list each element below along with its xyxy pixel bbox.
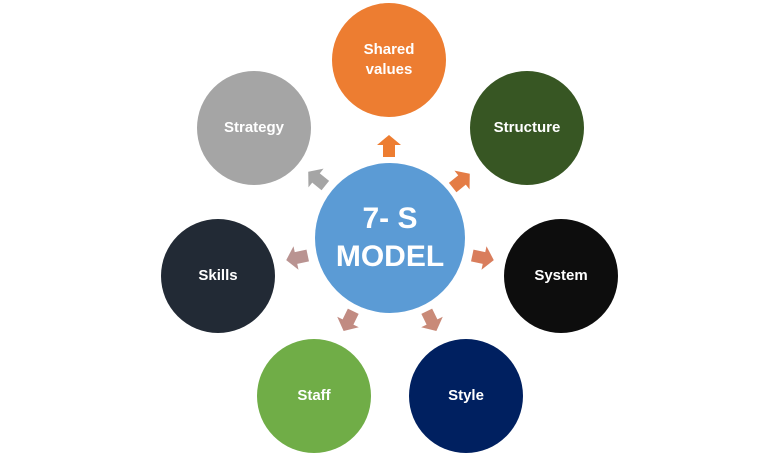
- node-staff: Staff: [257, 339, 371, 453]
- node-label: Style: [448, 387, 484, 404]
- node-structure: Structure: [470, 71, 584, 185]
- arrow-icon-shared-values: [377, 135, 401, 157]
- node-label: Strategy: [223, 119, 285, 136]
- node-label: Structure: [493, 119, 561, 136]
- arrow-icon-structure: [448, 170, 470, 193]
- node-label: values: [365, 61, 413, 78]
- arrow-icon-strategy: [308, 168, 330, 191]
- node-system: System: [504, 219, 618, 333]
- node-label: Skills: [198, 267, 238, 284]
- arrow-icon-staff: [337, 308, 359, 331]
- center-7s-model: 7- S MODEL: [315, 163, 465, 313]
- arrow-icon-system: [471, 246, 494, 270]
- node-shared-values: Shared values: [332, 3, 446, 117]
- node-label: System: [534, 267, 588, 284]
- node-strategy: Strategy: [197, 71, 311, 185]
- arrow-icon-skills: [286, 246, 309, 270]
- center-title-line1: 7- S: [362, 202, 418, 235]
- node-style: Style: [409, 339, 523, 453]
- node-label: Staff: [297, 387, 331, 404]
- node-label: Shared: [363, 41, 415, 58]
- center-title-line2: MODEL: [335, 240, 445, 273]
- arrow-icon-style: [421, 308, 443, 331]
- node-skills: Skills: [161, 219, 275, 333]
